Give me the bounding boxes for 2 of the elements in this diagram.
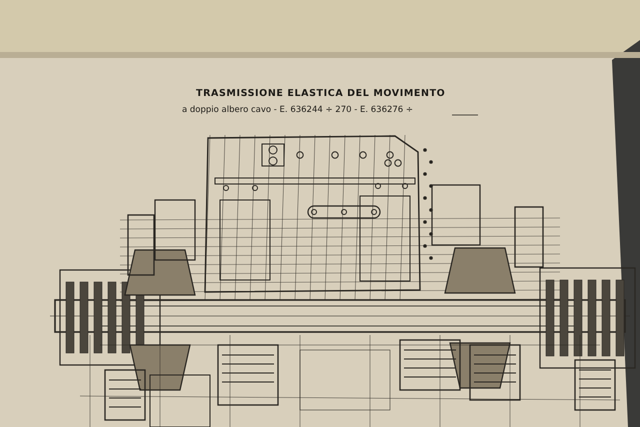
- drawing-title: TRASMISSIONE ELASTICA DEL MOVIMENTO: [196, 88, 446, 99]
- drawing-subtitle: a doppio albero cavo - E. 636244 ÷ 270 - E. 636276 ÷: [182, 105, 414, 115]
